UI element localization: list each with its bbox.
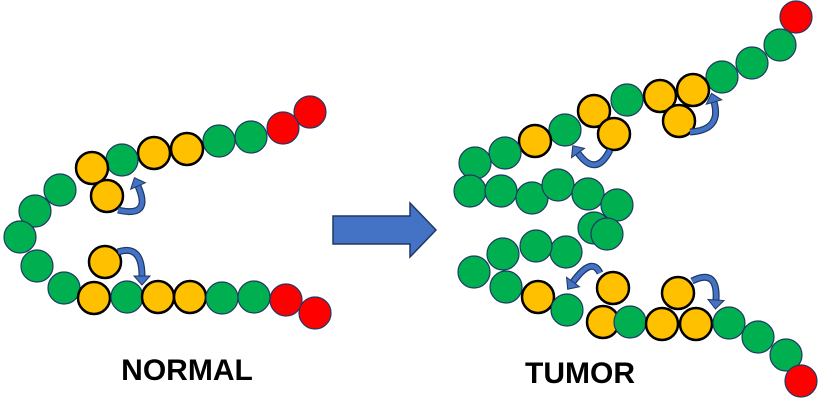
green-bead (550, 293, 584, 327)
green-bead (105, 143, 139, 177)
curved-arrow-icon (690, 273, 726, 310)
green-bead (741, 320, 775, 354)
red-bead (779, 0, 813, 34)
green-bead (457, 255, 491, 289)
right-arrow-icon (332, 201, 438, 259)
green-bead (458, 146, 492, 180)
yellow-bead (136, 135, 172, 171)
green-bead (453, 174, 487, 208)
green-bead (488, 136, 522, 170)
green-bead (763, 28, 797, 62)
curved-arrow-icon (570, 145, 614, 169)
green-bead (205, 281, 239, 315)
yellow-bead (642, 78, 678, 114)
green-bead (705, 60, 739, 94)
curved-arrow-icon (117, 177, 147, 215)
green-bead (3, 220, 37, 254)
green-bead (484, 174, 518, 208)
curved-arrow-icon (565, 262, 604, 290)
green-bead (489, 270, 523, 304)
green-bead (769, 338, 803, 372)
green-bead (571, 177, 605, 211)
red-bead (266, 111, 300, 145)
yellow-bead (576, 93, 612, 129)
transition-arrow (332, 201, 438, 259)
green-bead (486, 237, 520, 271)
green-bead (613, 305, 647, 339)
yellow-bead (661, 103, 697, 139)
yellow-bead (87, 244, 123, 280)
yellow-bead (169, 131, 205, 167)
red-bead (293, 95, 327, 129)
green-bead (20, 249, 54, 283)
green-bead (18, 194, 52, 228)
green-bead (237, 280, 271, 314)
red-bead (298, 296, 332, 330)
normal-label: NORMAL (121, 354, 253, 387)
green-bead (548, 113, 582, 147)
green-bead (600, 188, 634, 222)
green-bead (234, 120, 268, 154)
green-bead (712, 306, 746, 340)
green-bead (610, 83, 644, 117)
yellow-bead (76, 280, 112, 316)
yellow-bead (596, 116, 632, 152)
green-bead (43, 173, 77, 207)
yellow-bead (172, 279, 208, 315)
yellow-bead (678, 306, 714, 342)
yellow-bead (644, 306, 680, 342)
yellow-bead (520, 279, 556, 315)
tumor-label: TUMOR (525, 357, 635, 390)
red-bead (784, 364, 818, 398)
green-bead (202, 124, 236, 158)
yellow-bead (140, 279, 176, 315)
curved-arrow-icon (689, 92, 723, 136)
yellow-bead (517, 123, 553, 159)
green-bead (541, 168, 575, 202)
yellow-bead (660, 275, 696, 311)
yellow-bead (595, 270, 631, 306)
green-bead (110, 280, 144, 314)
green-bead (590, 217, 624, 251)
normal-chain (3, 95, 332, 330)
curved-arrow-icon (116, 247, 152, 286)
green-bead (519, 229, 553, 263)
green-bead (549, 235, 583, 269)
yellow-bead (675, 72, 711, 108)
green-bead (735, 46, 769, 80)
red-bead (269, 283, 303, 317)
green-bead (47, 271, 81, 305)
yellow-bead (89, 178, 125, 214)
tumor-chain (453, 0, 818, 398)
yellow-bead (74, 150, 110, 186)
